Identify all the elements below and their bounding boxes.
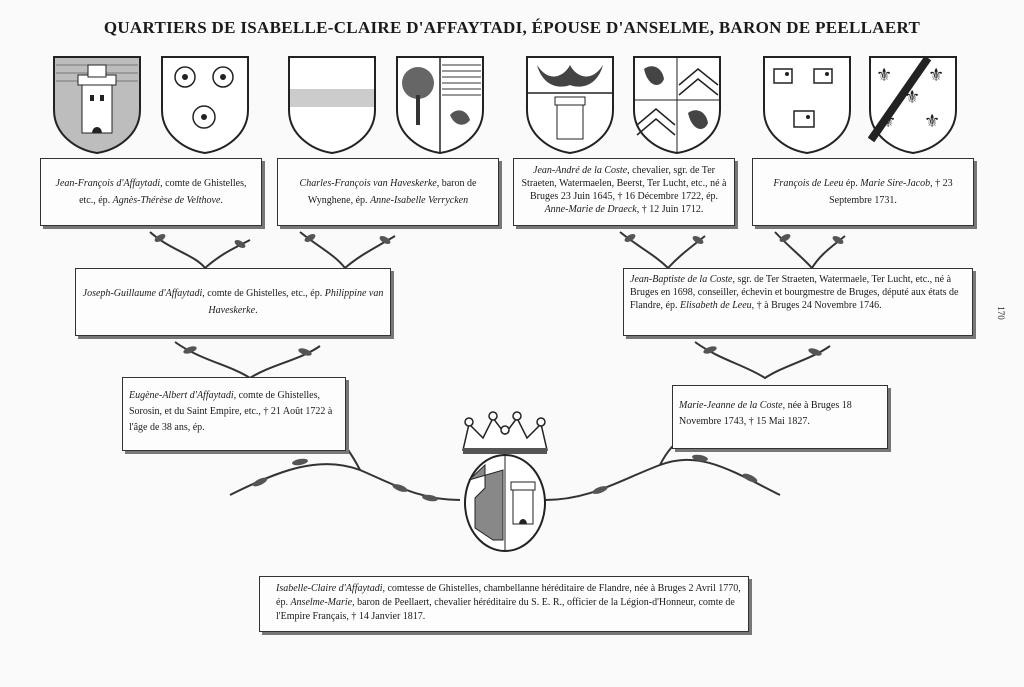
spouse-name: Agnès-Thérèse de Velthove [112, 195, 221, 206]
person-name: Isabelle-Claire d'Affaytadi [276, 583, 383, 594]
sire-jacob-fleurs-de-lis-shield-icon: ⚜⚜⚜⚜⚜ [868, 55, 957, 155]
svg-text:⚜: ⚜ [924, 111, 940, 132]
person-name: François de Leeu [773, 178, 844, 189]
person-detail: , comte de Ghistelles, Sorosin, et du Sa… [129, 390, 333, 433]
svg-text:⚜: ⚜ [876, 65, 892, 86]
haveskerke-fess-shield-icon [288, 56, 376, 155]
la-coste-eagle-tower-shield-icon [526, 56, 614, 155]
person-name: Jean-François d'Affaytadi [55, 178, 161, 189]
leeu-lion-heads-shield-icon [763, 56, 851, 155]
spouse-name: Marie Sire-Jacob [860, 178, 931, 189]
person-name: Charles-François van Haveskerke [299, 178, 437, 189]
draeck-lions-chevrons-shield-icon [633, 56, 721, 155]
page-title: QUARTIERS DE ISABELLE-CLAIRE D'AFFAYTADI… [103, 18, 921, 37]
ghistelles-roses-shield-icon [161, 56, 249, 155]
person-name: Joseph-Guillaume d'Affaytadi [82, 288, 203, 299]
joseph-guillaume-box: Joseph-Guillaume d'Affaytadi, comte de G… [75, 268, 391, 336]
central-crowned-shield-icon [462, 411, 548, 552]
marie-jeanne-box: Marie-Jeanne de la Coste, née à Bruges 1… [672, 385, 888, 449]
person-detail: , comtesse de Ghistelles, chambellanne h… [276, 583, 741, 608]
isabelle-claire-box: Isabelle-Claire d'Affaytadi, comtesse de… [259, 576, 749, 632]
affaytadi-tower-shield-icon [53, 56, 141, 155]
person-name: Marie-Jeanne de la Coste [679, 400, 783, 411]
jean-andre-box: Jean-André de la Coste, chevalier, sgr. … [513, 158, 735, 226]
spouse-name: Anselme-Marie [290, 597, 353, 608]
person-detail: , sgr. de Ter Straeten, Watermaele, Ter … [630, 274, 959, 311]
jean-francois-box: Jean-François d'Affaytadi, comte de Ghis… [40, 158, 262, 226]
person-detail: ép. [843, 178, 861, 189]
eugene-albert-box: Eugène-Albert d'Affaytadi, comte de Ghis… [122, 377, 346, 451]
jean-baptiste-box: Jean-Baptiste de la Coste, sgr. de Ter S… [623, 268, 973, 336]
person-detail: , chevalier, sgr. de Ter Straeten, Water… [521, 165, 727, 202]
francois-leeu-box: François de Leeu ép. Marie Sire-Jacob, †… [752, 158, 974, 226]
person-name: Jean-André de la Coste [533, 165, 628, 176]
person-name: Jean-Baptiste de la Coste [630, 274, 733, 285]
spouse-name: Philippine van Haveskerke [208, 288, 384, 316]
person-detail: , comte de Ghistelles, etc., ép. [202, 288, 325, 299]
person-detail: , née à Bruges 18 Novembre 1743, † 15 Ma… [679, 400, 852, 427]
spouse-name: Anne-Marie de Draeck [544, 204, 637, 215]
charles-francois-box: Charles-François van Haveskerke, baron d… [277, 158, 499, 226]
person-detail: , baron de Wynghene, ép. [307, 178, 477, 206]
spouse-name: Anne-Isabelle Verrycken [370, 195, 469, 206]
person-detail: , comte de Ghistelles, etc., ép. [79, 178, 247, 206]
svg-text:⚜: ⚜ [928, 65, 944, 86]
svg-text:⚜: ⚜ [880, 111, 896, 132]
person-name: Eugène-Albert d'Affaytadi [129, 390, 234, 401]
verrycken-tree-shield-icon [396, 56, 484, 155]
svg-text:⚜: ⚜ [904, 87, 920, 108]
spouse-name: Elisabeth de Leeu [680, 300, 752, 311]
